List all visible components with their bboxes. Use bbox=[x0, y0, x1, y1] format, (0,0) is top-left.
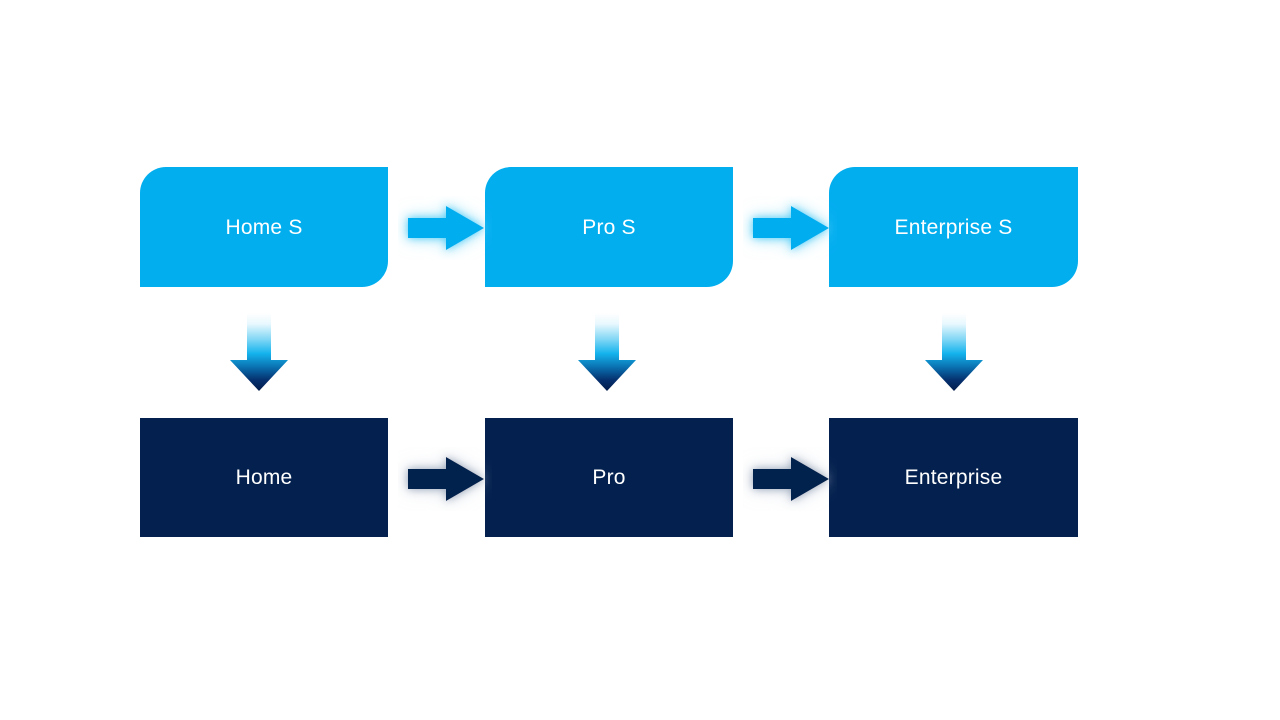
arrow-right-icon bbox=[408, 457, 484, 501]
node-home[interactable]: Home bbox=[140, 418, 388, 537]
arrow-down-icon bbox=[230, 313, 288, 391]
node-label-pro: Pro bbox=[592, 466, 626, 489]
arrow-right-icon bbox=[408, 206, 484, 250]
node-label-home-s: Home S bbox=[225, 215, 303, 239]
node-label-home: Home bbox=[235, 466, 293, 489]
node-label-enterprise: Enterprise bbox=[904, 466, 1003, 489]
arrow-down-enterprise-s-to-enterprise bbox=[921, 310, 987, 394]
node-pro[interactable]: Pro bbox=[485, 418, 733, 537]
arrow-right-icon bbox=[753, 206, 829, 250]
node-enterprise[interactable]: Enterprise bbox=[829, 418, 1078, 537]
arrow-right-icon bbox=[753, 457, 829, 501]
arrow-right-pro-to-enterprise bbox=[743, 447, 837, 511]
arrow-right-home-to-pro bbox=[398, 447, 492, 511]
arrow-down-home-s-to-home bbox=[226, 310, 292, 394]
node-enterprise-s[interactable]: Enterprise S bbox=[829, 167, 1078, 287]
arrow-down-icon bbox=[578, 313, 636, 391]
node-pro-s[interactable]: Pro S bbox=[485, 167, 733, 287]
node-home-s[interactable]: Home S bbox=[140, 167, 388, 287]
arrow-right-home-s-to-pro-s bbox=[398, 196, 492, 260]
arrow-down-pro-s-to-pro bbox=[574, 310, 640, 394]
arrow-right-pro-s-to-enterprise-s bbox=[743, 196, 837, 260]
node-label-enterprise-s: Enterprise S bbox=[894, 215, 1013, 239]
node-label-pro-s: Pro S bbox=[582, 215, 636, 239]
arrow-down-icon bbox=[925, 313, 983, 391]
